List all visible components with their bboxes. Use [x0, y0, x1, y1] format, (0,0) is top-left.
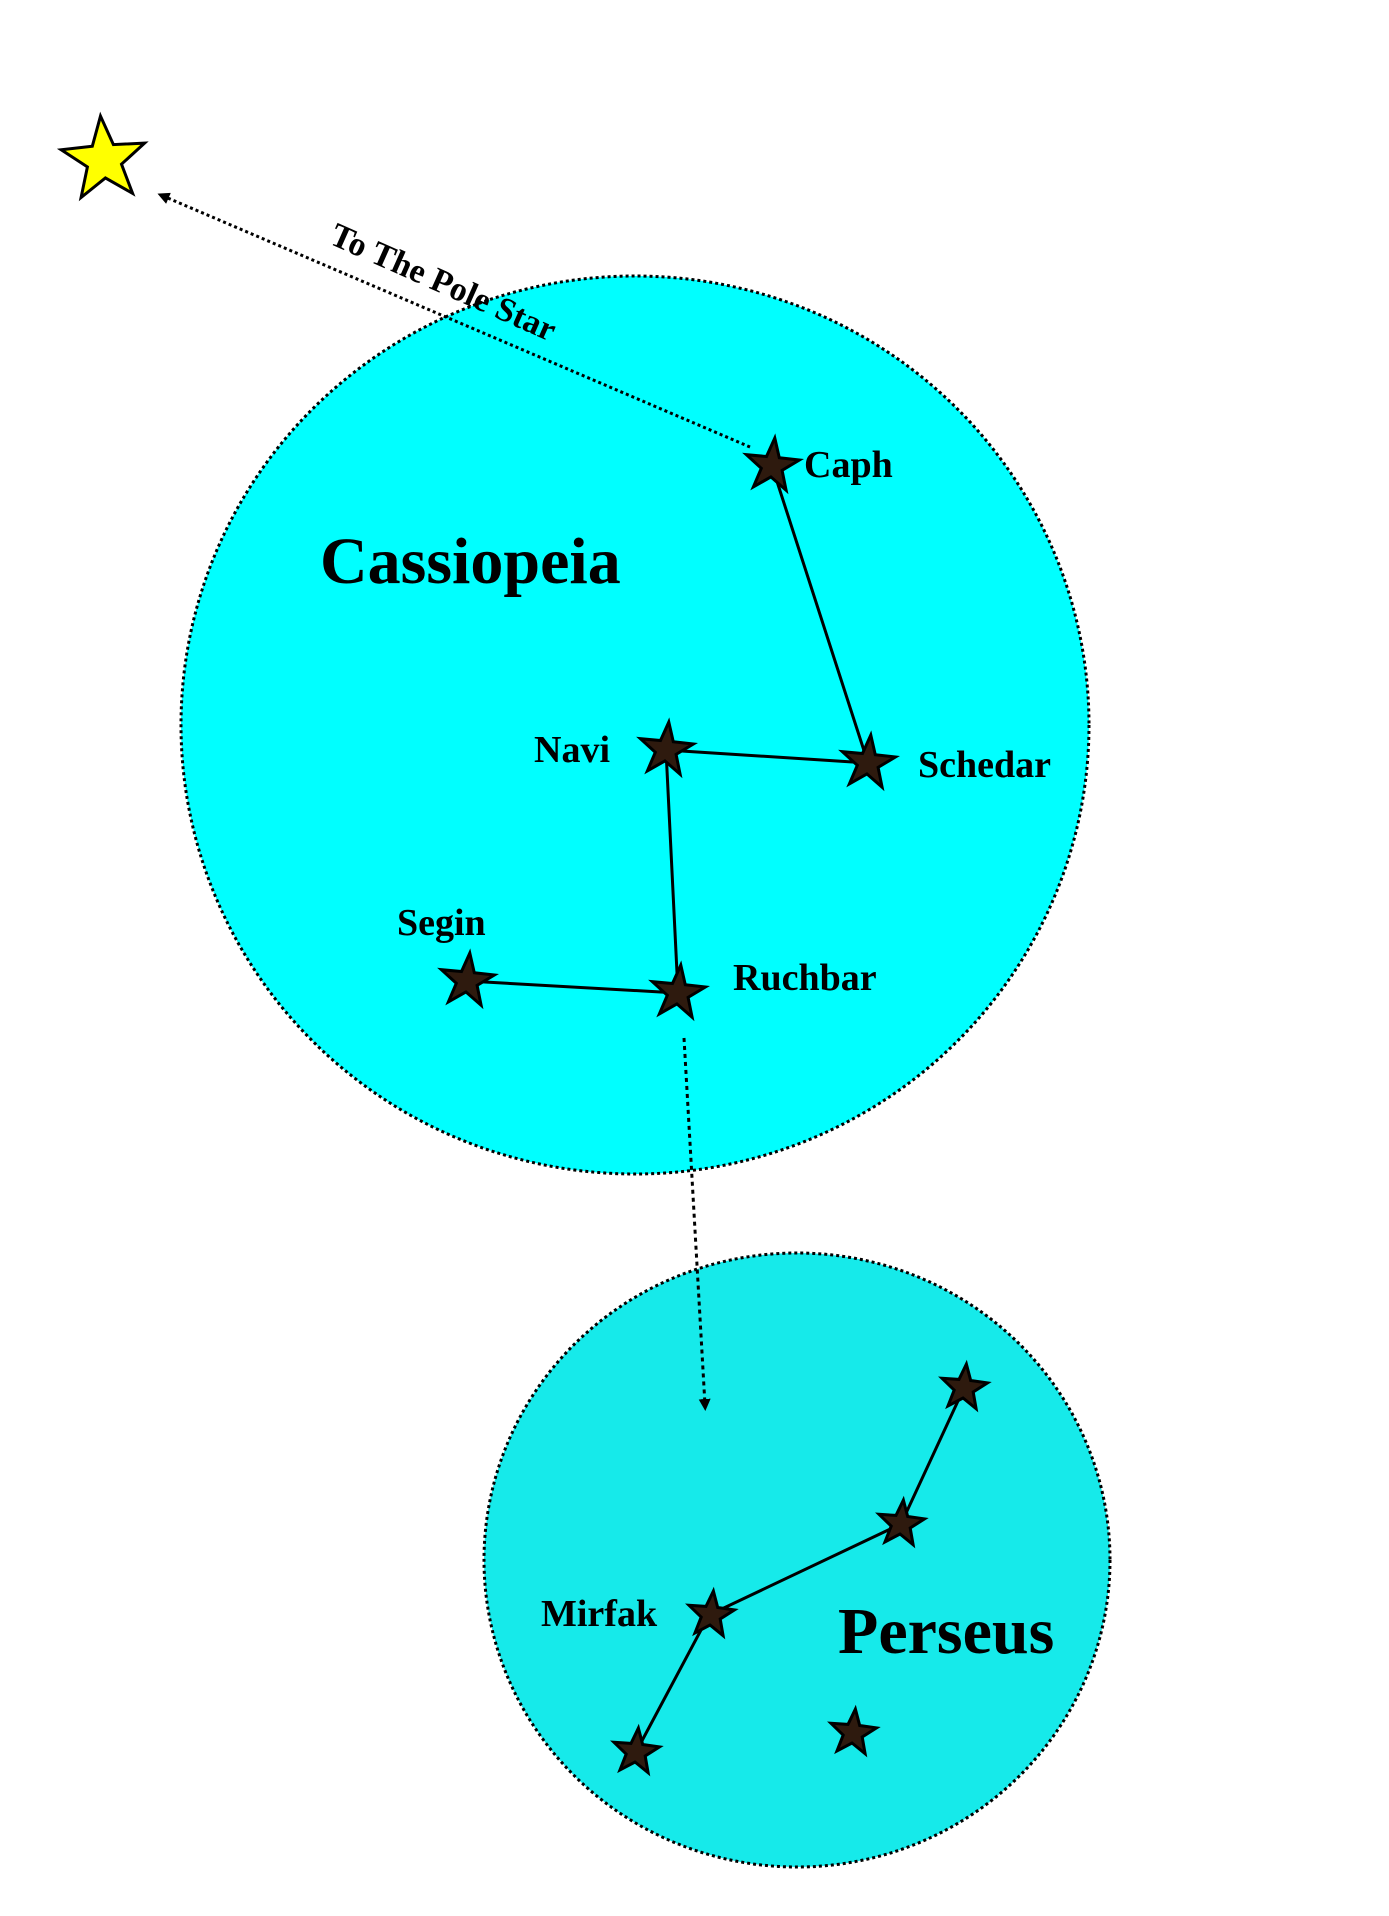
- cassiopeia-title: Cassiopeia: [320, 525, 621, 598]
- cassiopeia-region: [179, 274, 1091, 1176]
- star-label-segin: Segin: [397, 902, 486, 944]
- star-perseus-2: [875, 1495, 929, 1549]
- star-navi: [636, 717, 698, 779]
- star-segin: [437, 948, 499, 1010]
- perseus-region: [482, 1251, 1112, 1869]
- star-label-schedar: Schedar: [918, 744, 1051, 786]
- star-perseus-1: [938, 1359, 992, 1413]
- star-ruchbar: [648, 960, 710, 1022]
- star-label-navi: Navi: [534, 729, 610, 771]
- perseus-lines: [634, 1387, 966, 1753]
- star-caph: [742, 433, 804, 495]
- star-label-ruchbar: Ruchbar: [733, 957, 877, 999]
- star-perseus-4: [610, 1723, 664, 1777]
- star-label-caph: Caph: [804, 444, 893, 486]
- pole-star-pointer: [157, 192, 751, 449]
- star-schedar: [838, 730, 900, 792]
- pole-star-icon: [56, 111, 149, 202]
- perseus-pointer: [682, 1037, 711, 1411]
- star-perseus-5: [827, 1704, 881, 1758]
- perseus-title: Perseus: [838, 1595, 1054, 1668]
- star-label-mirfak: Mirfak: [541, 1593, 658, 1635]
- star-mirfak: [685, 1586, 739, 1640]
